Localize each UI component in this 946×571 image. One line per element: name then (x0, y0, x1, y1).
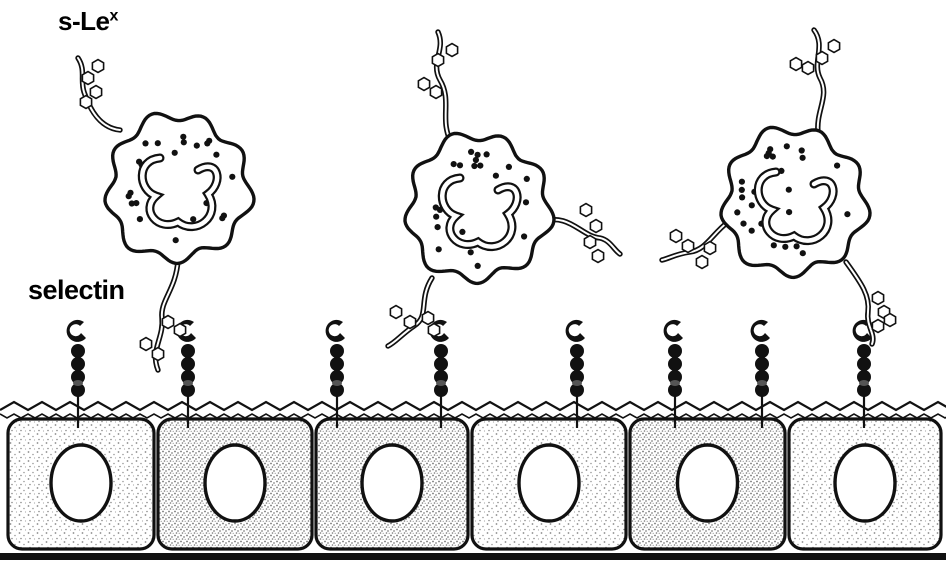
endothelial-cell (472, 419, 626, 549)
cell-nucleus (362, 445, 422, 521)
selectin-label: selectin (28, 275, 125, 306)
endothelial-cell (630, 419, 785, 549)
endothelial-cell (789, 419, 941, 549)
selectin-molecule (566, 320, 585, 428)
leukocyte-layer (78, 30, 896, 370)
leukocyte (662, 30, 896, 344)
endothelial-cell (8, 419, 154, 549)
cell-nucleus (678, 445, 738, 521)
endothelial-layer (8, 419, 941, 549)
basement-membrane-line (0, 553, 946, 560)
leukocyte (388, 32, 620, 346)
sle-x-label: s-Lex (58, 6, 118, 37)
selectin-molecule (67, 320, 86, 428)
endothelial-cell (158, 419, 312, 549)
cell-nucleus (835, 445, 895, 521)
cell-nucleus (51, 445, 111, 521)
leukocyte-membrane (105, 114, 254, 264)
leukocyte (78, 58, 254, 370)
selectin-layer (67, 320, 872, 428)
selectin-molecule (853, 320, 872, 428)
selectin-molecule (751, 320, 770, 428)
selectin-molecule (664, 320, 683, 428)
cell-nucleus (205, 445, 265, 521)
leukocyte-membrane (721, 128, 870, 278)
selectin-molecule (326, 320, 345, 428)
endothelial-cell (316, 419, 468, 549)
glycocalyx-band (0, 402, 946, 410)
cell-nucleus (519, 445, 579, 521)
